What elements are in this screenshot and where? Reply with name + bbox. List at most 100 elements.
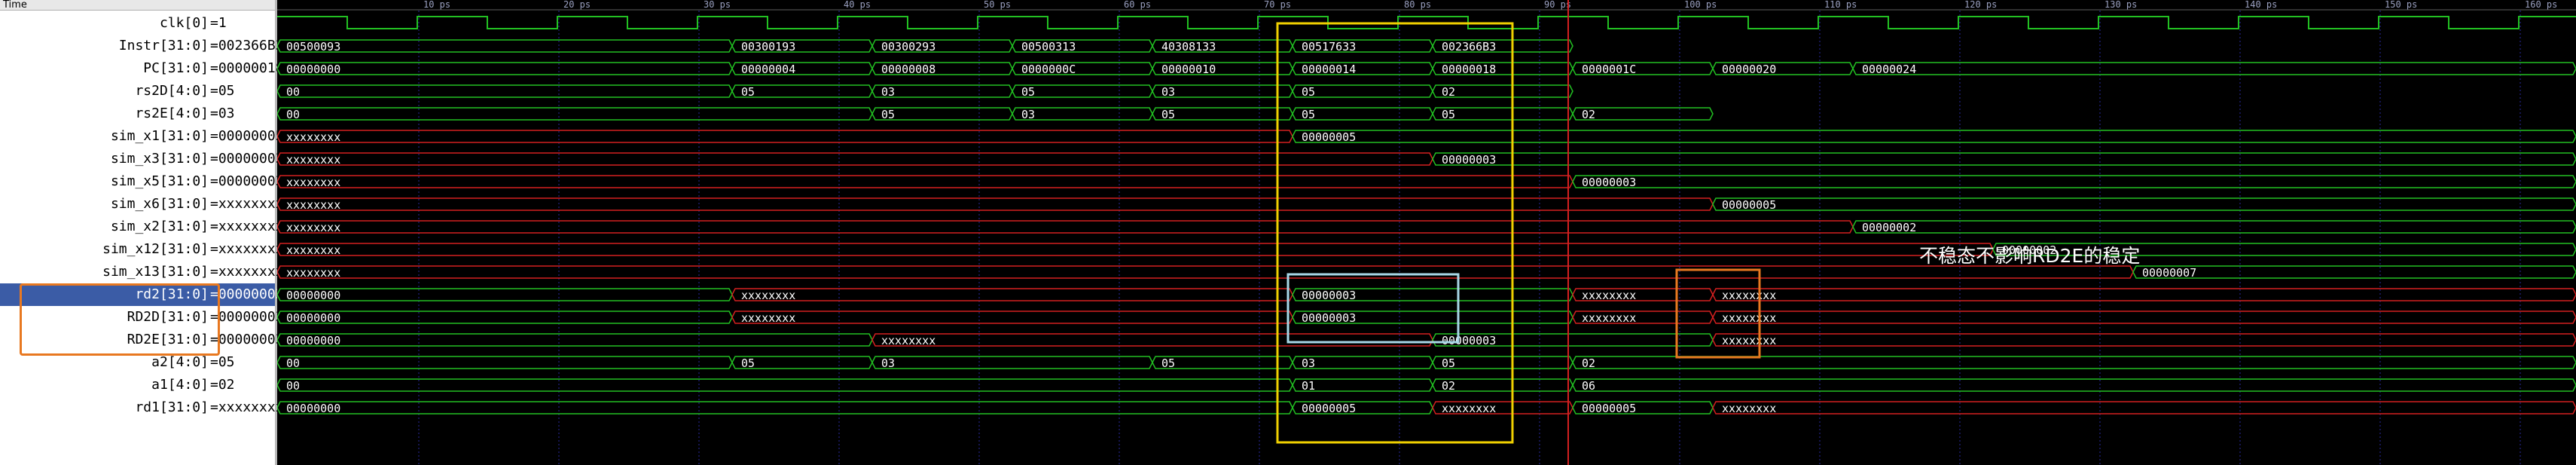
signal-value: =00000003 [210, 151, 284, 167]
wave-value-label: 00000007 [2142, 266, 2196, 280]
wave-value-label: 00000003 [1442, 334, 1496, 347]
wave-segment [1432, 356, 1573, 369]
wave-sim_x2[interactable]: xxxxxxxx 00000002 [277, 220, 2576, 234]
signal-row-rs2d[interactable]: rs2D[4:0]=05 [0, 80, 275, 102]
wave-value-label: 00000018 [1442, 63, 1496, 76]
clock-waveform [277, 16, 2576, 29]
time-tick-label: 80 ps [1404, 0, 1431, 10]
wave-value-label: 0000000C [1021, 63, 1076, 76]
wave-value-label: xxxxxxxx [1722, 402, 1776, 415]
wave-segment [277, 265, 2134, 279]
wave-value-label: xxxxxxxx [741, 311, 795, 325]
signal-row-rd2d[interactable]: RD2D[31:0]=00000003 [0, 306, 284, 329]
signal-row-a2[interactable]: a2[4:0]=05 [0, 351, 275, 374]
signal-row-sim_x12[interactable]: sim_x12[31:0]=xxxxxxxx [0, 238, 283, 261]
signal-name: sim_x12[31:0] [102, 241, 209, 257]
wave-value-label: 40308133 [1161, 40, 1216, 54]
wave-value-label: xxxxxxxx [286, 221, 340, 234]
wave-segment [1012, 107, 1153, 121]
wave-value-label: 02 [1442, 85, 1455, 99]
signal-row-sim_x2[interactable]: sim_x2[31:0]=xxxxxxxx [0, 216, 284, 238]
signal-value: =00000018 [210, 60, 284, 76]
wave-segment [1712, 333, 2576, 347]
wave-value-label: 03 [1161, 85, 1175, 99]
wave-segment [277, 152, 1433, 166]
wave-segment [1712, 311, 2576, 324]
signal-row-instr[interactable]: Instr[31:0]=002366B3 [0, 35, 284, 57]
wave-segment [1712, 288, 2576, 301]
signal-name: sim_x13[31:0] [102, 264, 209, 280]
wave-segment [277, 130, 1293, 143]
signal-row-sim_x13[interactable]: sim_x13[31:0]=xxxxxxxx [0, 261, 283, 283]
signal-row-clk[interactable]: clk[0]=1 [0, 12, 275, 35]
time-tick-label: 50 ps [984, 0, 1011, 10]
time-tick-label: 40 ps [844, 0, 871, 10]
wave-value-label: 02 [1442, 379, 1455, 393]
time-tick-label: 10 ps [423, 0, 450, 10]
wave-value-label: 00000003 [1302, 311, 1356, 325]
signal-row-rd2[interactable]: rd2[31:0]=00000003 [0, 283, 284, 306]
wave-value-label: 00000003 [1302, 289, 1356, 302]
wave-value-label: 00000014 [1302, 63, 1356, 76]
wave-segment [871, 333, 1433, 347]
wave-segment [1712, 401, 2576, 415]
annotation-text: 不稳态不影响RD2E的稳定 [1919, 245, 2141, 267]
signal-name: rd2[31:0] [135, 286, 209, 302]
signal-name: RD2E[31:0] [127, 332, 209, 347]
signal-row-rs2e[interactable]: rs2E[4:0]=03 [0, 102, 275, 125]
time-tick-label: 120 ps [1964, 0, 1997, 10]
signal-row-a1[interactable]: a1[4:0]=02 [0, 374, 275, 396]
wave-segment [1572, 378, 2576, 392]
wave-segment [1572, 62, 1714, 75]
signal-row-pc[interactable]: PC[31:0]=00000018 [0, 57, 283, 80]
wave-value-label: xxxxxxxx [1722, 289, 1776, 302]
signal-row-rd1[interactable]: rd1[31:0]=xxxxxxxx [0, 396, 283, 419]
wave-value-label: 03 [881, 356, 895, 370]
wave-value-label: 05 [741, 356, 755, 370]
wave-segment [277, 175, 1573, 188]
wave-value-label: 05 [1021, 85, 1035, 99]
wave-segment [1152, 39, 1293, 53]
wave-segment [731, 39, 873, 53]
wave-value-label: 00300193 [741, 40, 795, 54]
signal-row-sim_x6[interactable]: sim_x6[31:0]=xxxxxxxx [0, 193, 284, 216]
wave-segment [277, 311, 733, 324]
signal-value: =00000003 [210, 286, 284, 302]
wave-segment [1432, 152, 2576, 166]
signal-row-sim_x5[interactable]: sim_x5[31:0]=00000003 [0, 170, 284, 193]
wave-segment [1852, 220, 2576, 234]
wave-value-label: 00000000 [286, 289, 340, 302]
wave-segment [1432, 84, 1573, 98]
wave-segment [277, 84, 733, 98]
wave-value-label: 00000005 [1302, 402, 1356, 415]
wave-value-label: 00000002 [1862, 221, 1916, 234]
wave-value-label: 00000000 [286, 63, 340, 76]
signal-value: =03 [210, 106, 235, 121]
signal-row-sim_x3[interactable]: sim_x3[31:0]=00000003 [0, 148, 284, 170]
wave-segment [871, 62, 1013, 75]
signal-row-sim_x1[interactable]: sim_x1[31:0]=00000005 [0, 125, 284, 148]
wave-segment [871, 84, 1013, 98]
signal-name: Instr[31:0] [118, 38, 209, 54]
wave-value-label: 02 [1582, 356, 1595, 370]
time-tick-label: 130 ps [2104, 0, 2137, 10]
signal-row-rd2e[interactable]: RD2E[31:0]=00000003 [0, 329, 284, 351]
